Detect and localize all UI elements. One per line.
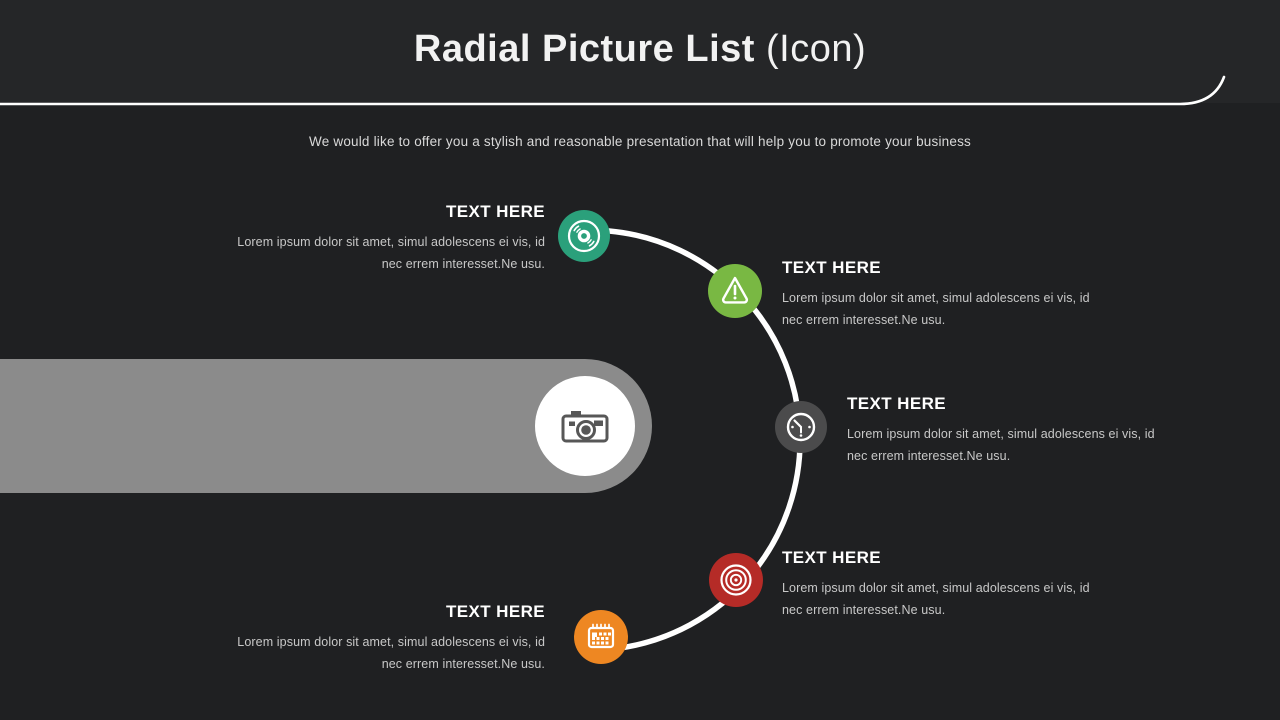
calendar-icon	[587, 623, 615, 649]
item-body-line: Lorem ipsum dolor sit amet, simul adoles…	[237, 235, 545, 249]
page-title-suffix: (Icon)	[765, 28, 867, 70]
item-node-vinyl	[558, 210, 610, 262]
item-body-line: nec errem interesset.Ne usu.	[782, 313, 946, 327]
item-body-line: nec errem interesset.Ne usu.	[782, 603, 946, 617]
picture-placeholder-circle	[535, 376, 635, 476]
item-heading: TEXT HERE	[782, 548, 882, 567]
item-body-line: Lorem ipsum dolor sit amet, simul adoles…	[782, 581, 1090, 595]
item-node-calendar	[574, 610, 628, 664]
item-node-clock	[775, 401, 827, 453]
warning-triangle-icon	[721, 276, 749, 304]
item-body-line: nec errem interesset.Ne usu.	[381, 657, 545, 671]
slide-subtitle: We would like to offer you a stylish and…	[309, 134, 971, 149]
camera-icon	[561, 411, 609, 443]
item-node-target	[709, 553, 763, 607]
list-item-3: TEXT HERE Lorem ipsum dolor sit amet, si…	[847, 394, 1177, 467]
item-heading: TEXT HERE	[445, 602, 545, 621]
header-band: Radial Picture List (Icon)	[0, 0, 1280, 103]
item-body-line: nec errem interesset.Ne usu.	[847, 449, 1011, 463]
item-node-warning	[708, 264, 762, 318]
clock-icon	[786, 412, 816, 442]
list-item-4: TEXT HERE Lorem ipsum dolor sit amet, si…	[782, 548, 1112, 621]
item-heading: TEXT HERE	[847, 394, 947, 413]
list-item-1: TEXT HERE Lorem ipsum dolor sit amet, si…	[215, 202, 545, 275]
header-separator-curve	[0, 75, 1226, 106]
list-item-2: TEXT HERE Lorem ipsum dolor sit amet, si…	[782, 258, 1112, 331]
item-heading: TEXT HERE	[782, 258, 882, 277]
page-title: Radial Picture List (Icon)	[0, 28, 1280, 71]
target-icon	[720, 564, 752, 596]
item-heading: TEXT HERE	[445, 202, 545, 221]
page-title-main: Radial Picture List	[413, 28, 755, 70]
item-body-line: Lorem ipsum dolor sit amet, simul adoles…	[847, 427, 1155, 441]
item-body-line: Lorem ipsum dolor sit amet, simul adoles…	[237, 635, 545, 649]
vinyl-disc-icon	[567, 219, 601, 253]
item-body-line: Lorem ipsum dolor sit amet, simul adoles…	[782, 291, 1090, 305]
list-item-5: TEXT HERE Lorem ipsum dolor sit amet, si…	[215, 602, 545, 675]
item-body-line: nec errem interesset.Ne usu.	[381, 257, 545, 271]
